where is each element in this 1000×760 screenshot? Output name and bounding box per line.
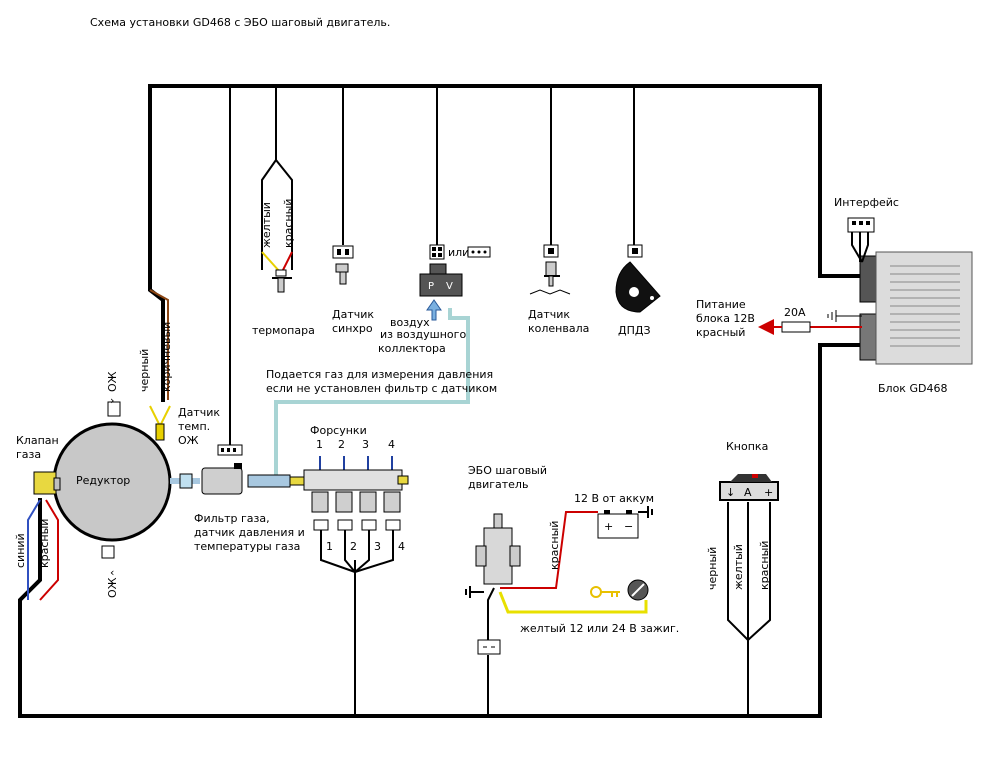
wire-red-valve: красный <box>38 519 51 568</box>
filter-label-2: датчик давления и <box>194 526 305 539</box>
ecu-block: Блок GD468 <box>859 251 973 395</box>
diagram-title: Схема установки GD468 с ЭБО шаговый двиг… <box>90 16 390 29</box>
stepper-label-2: двигатель <box>468 478 528 491</box>
wire-blue-valve: синий <box>14 533 27 568</box>
gas-valve: Клапан газа синий красный <box>14 434 61 601</box>
map-label-3: коллектора <box>378 342 446 355</box>
interface-connector: Интерфейс <box>834 196 899 263</box>
filter-label-3: температуры газа <box>194 540 300 553</box>
sync-sensor: Датчик синхро <box>332 245 374 335</box>
injector-bottom-3: 3 <box>374 540 381 553</box>
filter-label-1: Фильтр газа, <box>194 512 270 525</box>
switch-sym-down: ↓ <box>726 486 735 499</box>
switch-wire-black: черный <box>706 547 719 590</box>
crank-sensor: Датчик коленвала <box>528 244 589 335</box>
map-label-2: из воздушного <box>380 328 466 341</box>
injectors-title: Форсунки <box>310 424 367 437</box>
battery: + − 12 В от аккум <box>574 492 654 539</box>
thermocouple: желтый красный термопара <box>252 199 315 337</box>
power-label-1: Питание <box>696 298 746 311</box>
power-label-2: блока 12В <box>696 312 755 325</box>
switch-wire-red: красный <box>758 541 771 590</box>
temp-label-3: ОЖ <box>178 434 199 447</box>
reducer-label: Редуктор <box>76 474 130 487</box>
stepper-motor: ЭБО шаговый двигатель красный желтый 12 … <box>465 464 679 655</box>
map-or: или <box>448 246 469 259</box>
sync-label-1: Датчик <box>332 308 374 321</box>
map-p: P <box>428 281 434 292</box>
battery-label: 12 В от аккум <box>574 492 654 505</box>
switch-sym-plus: + <box>764 486 773 499</box>
injector-bottom-2: 2 <box>350 540 357 553</box>
main-harness <box>18 84 864 718</box>
switch-wire-yellow: желтый <box>732 544 745 590</box>
fuse-label: 20А <box>784 306 806 319</box>
oj-bottom: ОЖ <box>106 577 119 598</box>
pressure-note-1: Подается газ для измерения давления <box>266 368 493 381</box>
map-sensor: или P V воздух из воздушного коллектора <box>274 244 491 476</box>
stepper-wire-red: красный <box>548 521 561 570</box>
battery-minus: − <box>624 520 633 533</box>
pressure-note-2: если не установлен фильтр с датчиком <box>266 382 497 395</box>
thermo-label: термопара <box>252 324 315 337</box>
map-label-1: воздух <box>390 316 430 329</box>
coolant-temp-sensor: черный коричневый Датчик темп. ОЖ <box>138 289 220 447</box>
oj-top: ОЖ <box>106 371 119 392</box>
crank-label-1: Датчик <box>528 308 570 321</box>
temp-label-2: темп. <box>178 420 210 433</box>
thermo-wire-red: красный <box>282 199 295 248</box>
valve-label-1: Клапан <box>16 434 59 447</box>
oj-bottom-arrow: ‹ <box>110 566 114 579</box>
thermo-wire-yellow: желтый <box>260 202 273 248</box>
stepper-label-1: ЭБО шаговый <box>468 464 547 477</box>
injector-top-3: 3 <box>362 438 369 451</box>
battery-plus: + <box>604 520 613 533</box>
tps-sensor: ДПДЗ <box>615 244 661 337</box>
ecu-label: Блок GD468 <box>878 382 947 395</box>
crank-label-2: коленвала <box>528 322 589 335</box>
injector-rail: Форсунки 1 2 3 4 1 2 3 4 <box>303 424 409 573</box>
stepper-yellow-note: желтый 12 или 24 В зажиг. <box>520 622 679 635</box>
power-label-3: красный <box>696 326 745 339</box>
gas-filter: Фильтр газа, датчик давления и температу… <box>170 444 305 553</box>
injector-top-4: 4 <box>388 438 395 451</box>
injector-bottom-1: 1 <box>326 540 333 553</box>
injector-top-1: 1 <box>316 438 323 451</box>
wire-black-reducer: черный <box>138 349 151 392</box>
tps-label: ДПДЗ <box>618 324 651 337</box>
wire-brown-reducer: коричневый <box>160 322 173 392</box>
injector-bottom-4: 4 <box>398 540 405 553</box>
ignition-key <box>590 579 649 601</box>
switch-button: Кнопка ↓ A + черный желтый красный <box>706 440 779 641</box>
switch-sym-a: A <box>744 486 752 499</box>
reducer: Редуктор ОЖ ОЖ › ‹ <box>52 371 172 598</box>
sync-label-2: синхро <box>332 322 373 335</box>
temp-label-1: Датчик <box>178 406 220 419</box>
map-v: V <box>446 281 453 292</box>
power-feed: 20А Питание блока 12В красный <box>696 298 862 339</box>
oj-top-arrow: › <box>110 394 114 407</box>
valve-label-2: газа <box>16 448 41 461</box>
interface-label: Интерфейс <box>834 196 899 209</box>
injector-top-2: 2 <box>338 438 345 451</box>
switch-title: Кнопка <box>726 440 768 453</box>
